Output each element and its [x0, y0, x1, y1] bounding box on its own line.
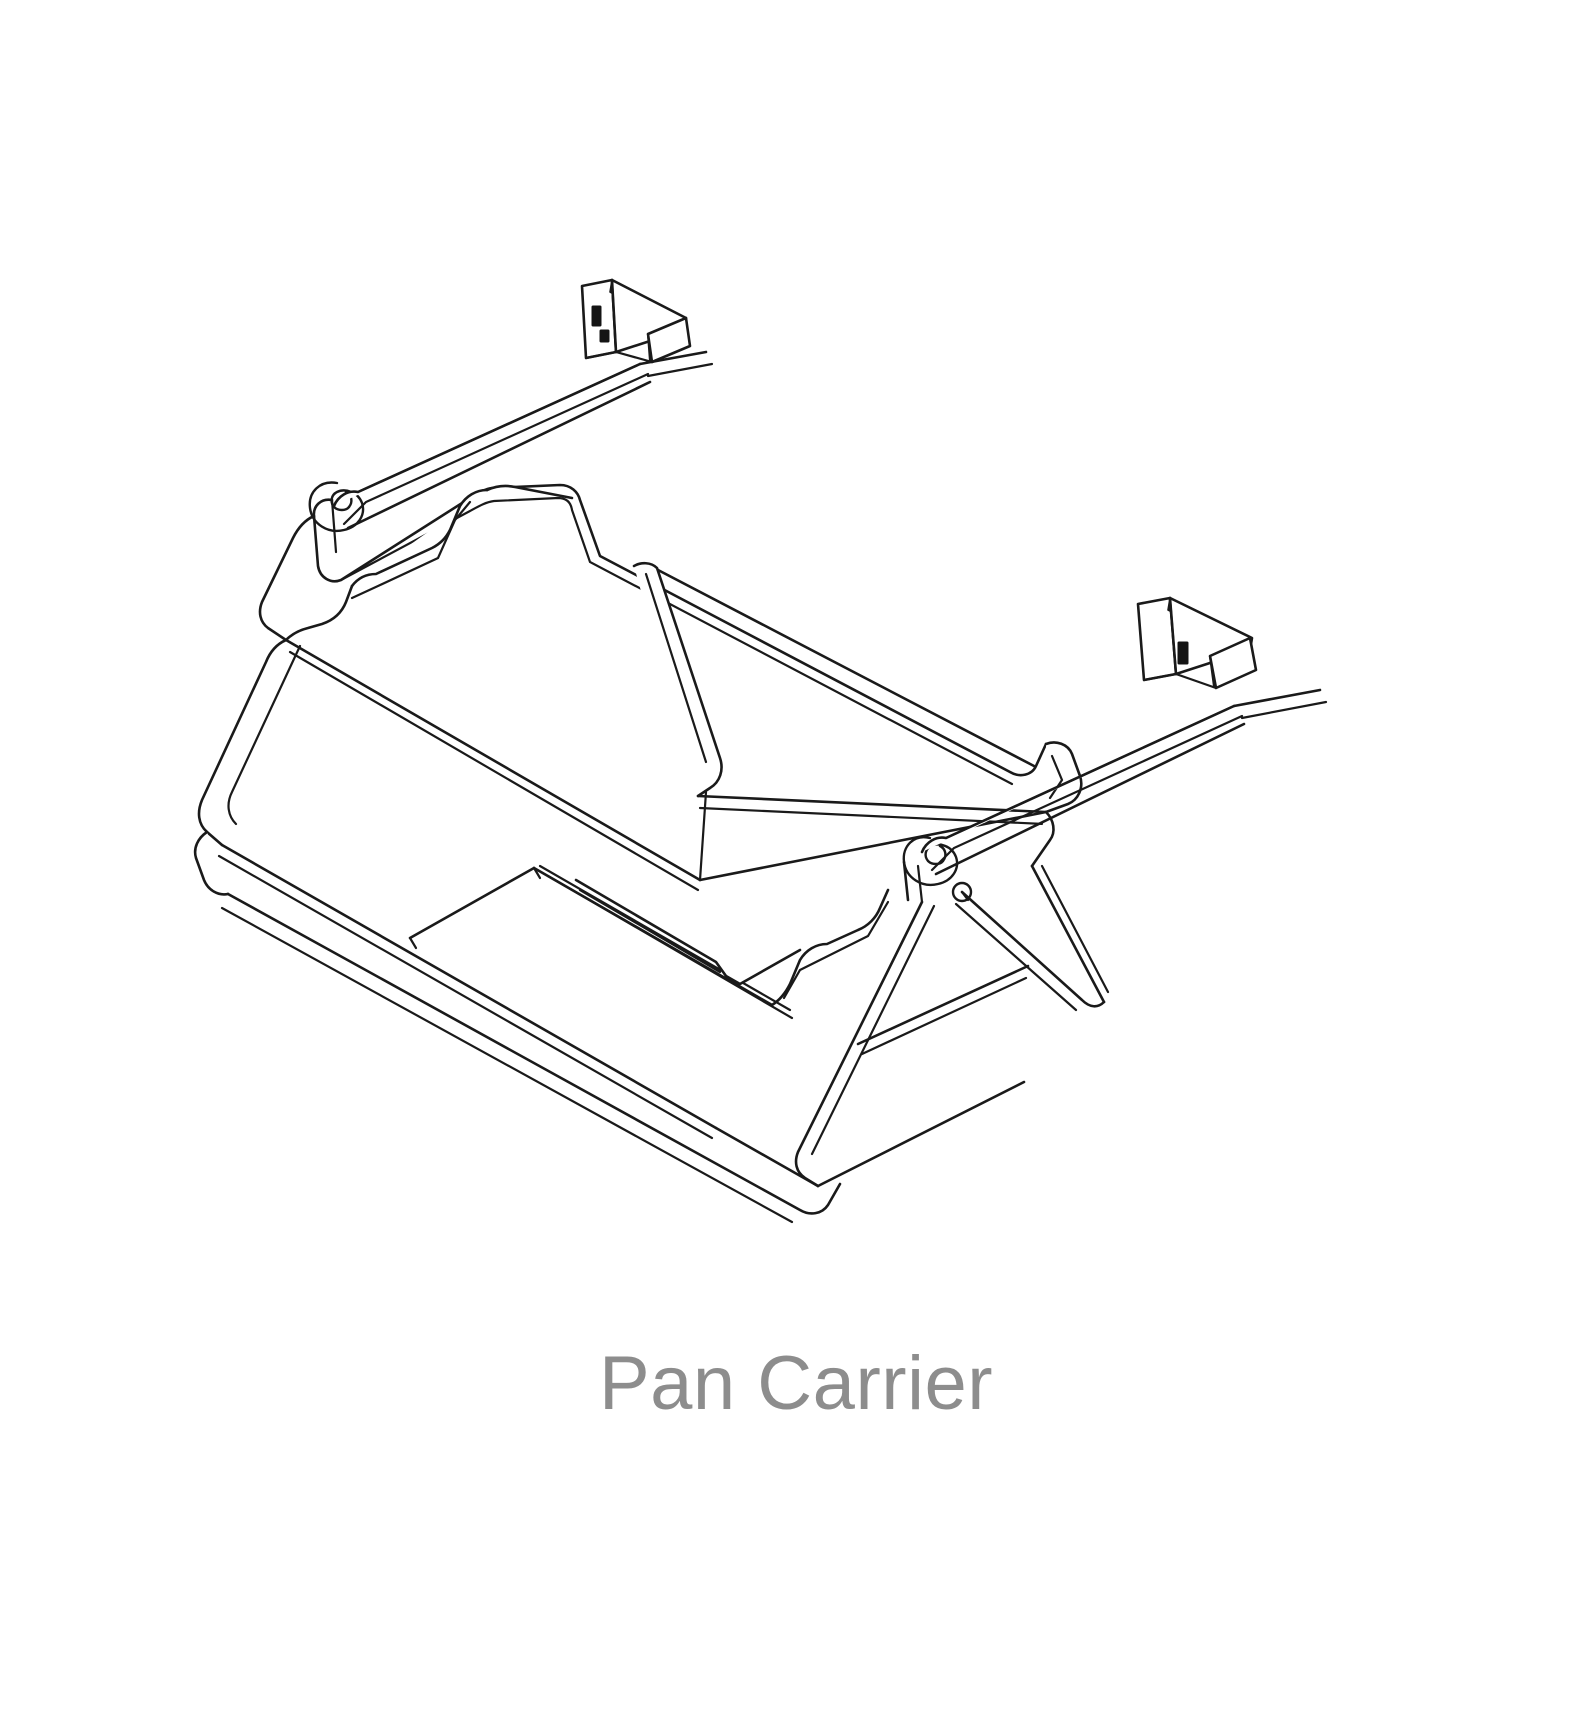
basket-frame [193, 483, 1048, 1224]
figure-caption: Pan Carrier [598, 1341, 994, 1426]
figure-container [193, 278, 1328, 1224]
right-hook-bracket [1136, 596, 1258, 690]
frame-detail-lines [408, 790, 970, 950]
pan-carrier-illustration [193, 278, 1328, 1224]
basket-top-front-rail [284, 481, 1083, 814]
basket-right-panel [696, 794, 1055, 882]
basket-floor-rails [217, 638, 802, 1140]
support-leg [714, 864, 1110, 1188]
left-hanger-arm [332, 350, 714, 530]
right-hanger-arm [920, 688, 1328, 876]
left-hook-bracket [580, 278, 692, 364]
